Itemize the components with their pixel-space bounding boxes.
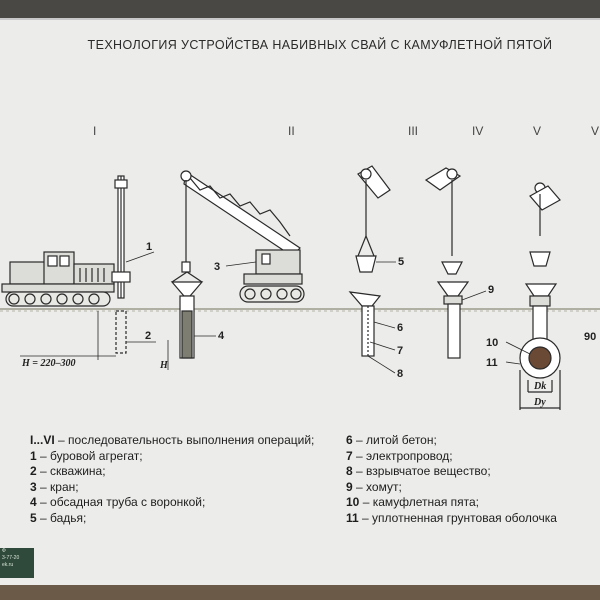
legend-right: 6 – литой бетон; 7 – электропровод; 8 – … bbox=[346, 433, 557, 527]
stage-label-3: III bbox=[408, 124, 418, 138]
callout-6: 6 bbox=[397, 322, 403, 334]
callout-4: 4 bbox=[218, 330, 225, 342]
ground-line bbox=[0, 308, 600, 312]
legend-item: 1 – буровой агрегат; bbox=[30, 448, 143, 463]
callout-3: 3 bbox=[214, 261, 220, 273]
legend-item: 5 – бадья; bbox=[30, 510, 87, 525]
legend-left: I...VI – последовательность выполнения о… bbox=[30, 433, 314, 527]
publisher-logo: Ф 3-77-20 ek.ru bbox=[0, 548, 34, 578]
camouflet-stage bbox=[519, 182, 561, 410]
crane bbox=[170, 170, 305, 359]
stage-label-5: V bbox=[533, 124, 541, 138]
stage-label-6: V bbox=[591, 124, 599, 138]
callout-2: 2 bbox=[145, 330, 151, 342]
callout-1: 1 bbox=[146, 241, 152, 253]
legend-item: 3 – кран; bbox=[30, 479, 79, 494]
callout-11: 11 bbox=[486, 357, 498, 369]
poster-title: ТЕХНОЛОГИЯ УСТРОЙСТВА НАБИВНЫХ СВАЙ С КА… bbox=[87, 38, 553, 52]
legend-item: I...VI – последовательность выполнения о… bbox=[30, 433, 315, 447]
legend-item: 8 – взрывчатое вещество; bbox=[346, 464, 491, 479]
legend-item: 9 – хомут; bbox=[346, 479, 402, 494]
callout-10: 10 bbox=[486, 337, 498, 349]
callout-9: 9 bbox=[488, 284, 494, 296]
legend-item: 7 – электропровод; bbox=[346, 448, 453, 463]
background-floor bbox=[0, 585, 600, 600]
background-top bbox=[0, 0, 600, 22]
stage-label-2: II bbox=[288, 124, 295, 138]
callout-8: 8 bbox=[397, 368, 403, 380]
legend-item: 11 – уплотненная грунтовая оболочка bbox=[346, 510, 557, 525]
concrete-bucket-stage bbox=[348, 165, 391, 357]
stage-label-4: IV bbox=[472, 124, 483, 138]
dimension-dy: Dy bbox=[533, 397, 546, 408]
clamp-stage bbox=[424, 167, 470, 359]
depth-dimension: H = 220–300 bbox=[21, 358, 75, 369]
short-dimension: H bbox=[159, 360, 169, 371]
dimension-dk: Dk bbox=[533, 381, 546, 392]
legend-item: 4 – обсадная труба с воронкой; bbox=[30, 495, 206, 510]
legend-item: 2 – скважина; bbox=[30, 464, 106, 479]
callout-5: 5 bbox=[398, 256, 404, 268]
callout-7: 7 bbox=[397, 345, 403, 357]
legend-item: 6 – литой бетон; bbox=[346, 433, 437, 447]
stage-label-1: I bbox=[93, 124, 96, 138]
legend-item: 10 – камуфлетная пята; bbox=[346, 495, 480, 510]
drilling-rig bbox=[1, 175, 131, 354]
partial-dimension: 90 bbox=[584, 331, 596, 343]
